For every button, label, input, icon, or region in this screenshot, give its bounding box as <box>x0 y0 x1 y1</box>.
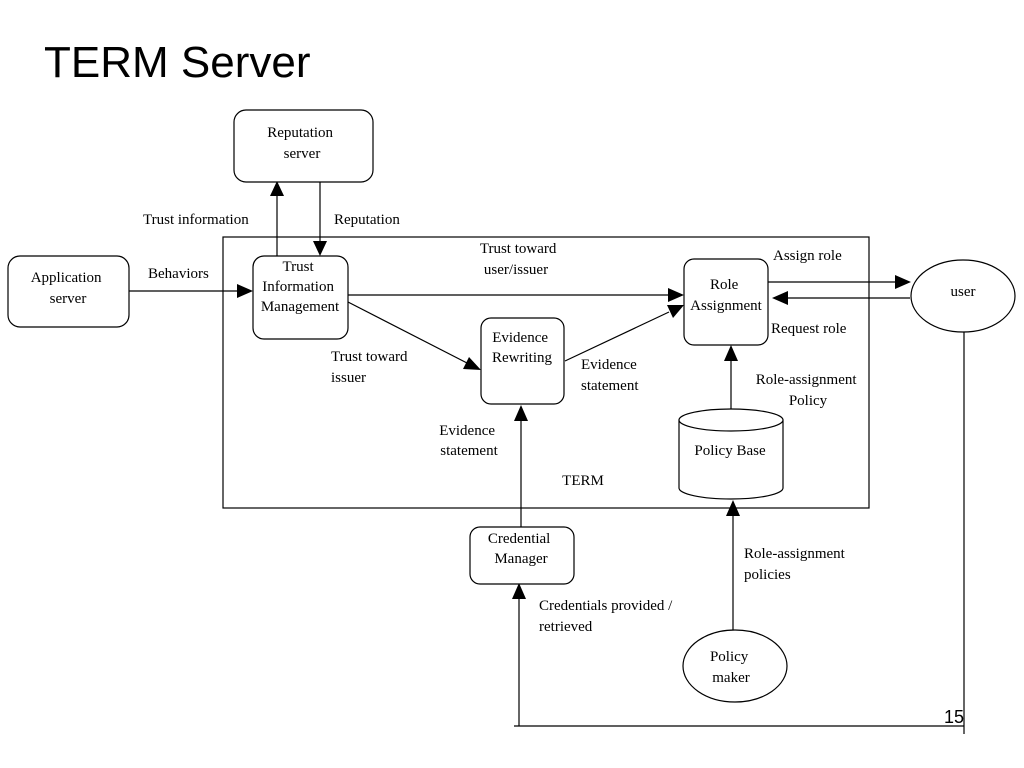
arrowhead-left <box>772 291 788 305</box>
label-evidence-statement-left: Evidence statement <box>439 423 499 459</box>
arrowhead-down <box>313 241 327 256</box>
node-policy-maker: Policy maker <box>682 629 788 703</box>
arrowhead-up <box>514 405 528 421</box>
arrowheads <box>237 181 911 599</box>
svg-text:Trust Information: Trust Information Management <box>261 259 340 315</box>
arrowhead-up <box>512 583 526 599</box>
label-trust-toward-issuer: Trust toward issuer <box>331 349 411 386</box>
arrowhead-right <box>668 288 684 302</box>
edge-evidence-statement-right <box>564 311 670 362</box>
edge-credentials-provided <box>514 330 965 734</box>
svg-text:Evidence Rewriting: Evidence Rewriting <box>492 330 552 366</box>
label-request-role: Request role <box>771 321 847 337</box>
node-trust-information-management: Trust Information Management <box>252 255 349 340</box>
arrowhead-diagonal <box>667 305 684 318</box>
label-role-assignment-policies: Role-assignment policies <box>744 546 849 583</box>
label-evidence-statement-right: Evidence statement <box>581 357 641 394</box>
node-credential-manager: Credential Manager <box>469 526 575 585</box>
label-reputation: Reputation <box>334 212 400 228</box>
arrowhead-diagonal <box>463 357 481 370</box>
label-trust-toward-user-issuer: Trust toward user/issuer <box>480 241 560 278</box>
edge-trust-toward-issuer <box>347 301 468 364</box>
svg-text:Reputation server: Reputation server <box>267 125 337 162</box>
node-evidence-rewriting: Evidence Rewriting <box>480 317 565 405</box>
arrowhead-right <box>895 275 911 289</box>
term-container <box>222 236 870 509</box>
svg-text:Application server: Application server <box>31 270 106 307</box>
node-policy-base: Policy Base <box>678 408 784 500</box>
svg-text:Role Assignment: Role Assignment <box>690 277 763 314</box>
label-assign-role: Assign role <box>773 248 842 264</box>
slide-title: TERM Server <box>44 38 311 87</box>
label-credentials-provided: Credentials provided / retrieved <box>539 598 676 635</box>
node-application-server: Application server <box>7 255 130 328</box>
node-reputation-server: Reputation server <box>233 109 374 183</box>
label-role-assignment-policy: Role-assignment Policy <box>756 372 861 409</box>
label-trust-information: Trust information <box>143 212 249 228</box>
svg-text:Credential Manager: Credential Manager <box>488 531 554 567</box>
svg-text:user: user <box>951 284 976 300</box>
arrowhead-up <box>724 345 738 361</box>
node-user: user <box>910 259 1016 333</box>
page-number: 15 <box>943 707 964 727</box>
svg-text:Policy Base: Policy Base <box>694 443 766 459</box>
arrowhead-up <box>726 500 740 516</box>
svg-text:Policy maker: Policy maker <box>710 649 752 686</box>
node-role-assignment: Role Assignment <box>683 258 769 346</box>
term-container-label: TERM <box>562 473 604 489</box>
arrowhead-up <box>270 181 284 196</box>
arrowhead-right <box>237 284 253 298</box>
label-behaviors: Behaviors <box>148 266 209 282</box>
